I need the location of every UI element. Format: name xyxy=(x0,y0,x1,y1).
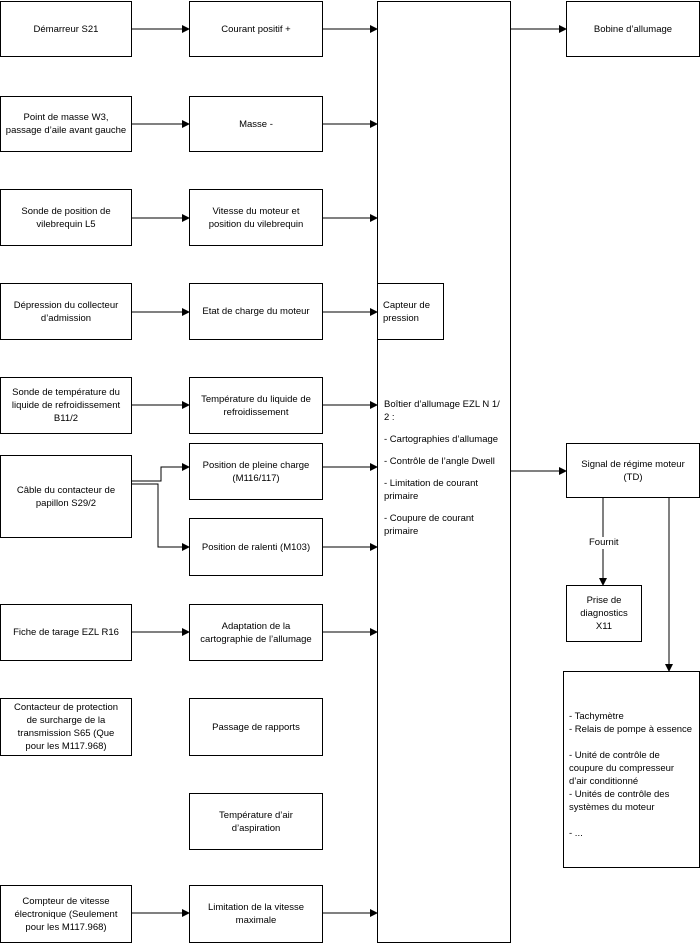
output-signal-regime: Signal de régime moteur (TD) xyxy=(566,443,700,498)
signal-ralenti: Position de ralenti (M103) xyxy=(189,518,323,576)
fournit-label: Fournit xyxy=(587,537,621,549)
output-consumers-list: - Tachymètre - Relais de pompe à essence… xyxy=(563,671,700,868)
signal-adaptation: Adaptation de la cartographie de l’allum… xyxy=(189,604,323,661)
source-cable-papillon: Câble du contacteur de papillon S29/2 xyxy=(0,455,132,538)
signal-courant-positif: Courant positif + xyxy=(189,1,323,57)
signal-masse: Masse - xyxy=(189,96,323,152)
source-contacteur-protection: Contacteur de protection de surcharge de… xyxy=(0,698,132,756)
arrow-ralenti xyxy=(131,483,190,551)
capteur-pression: Capteur de pression xyxy=(377,283,444,340)
ecu-item: - Contrôle de l’angle Dwell xyxy=(384,455,495,467)
source-compteur-vitesse: Compteur de vitesse électronique (Seulem… xyxy=(0,885,132,943)
signal-etat-charge: Etat de charge du moteur xyxy=(189,283,323,340)
source-sonde-vilebrequin: Sonde de position de vilebrequin L5 xyxy=(0,189,132,246)
ecu-item: - Coupure de courant primaire xyxy=(384,512,474,537)
ecu-boitier-allumage: Boîtier d’allumage EZL N 1/ 2 : - Cartog… xyxy=(377,1,511,943)
source-sonde-temperature: Sonde de température du liquide de refro… xyxy=(0,377,132,434)
signal-limitation-vitesse: Limitation de la vitesse maximale xyxy=(189,885,323,943)
arrow-pleine-charge xyxy=(131,463,190,482)
ecu-item: - Limitation de courant primaire xyxy=(384,477,478,502)
source-fiche-tarage: Fiche de tarage EZL R16 xyxy=(0,604,132,661)
output-bobine-allumage: Bobine d’allumage xyxy=(566,1,700,57)
signal-passage-rapports: Passage de rapports xyxy=(189,698,323,756)
ecu-item: - Cartographies d’allumage xyxy=(384,433,499,445)
signal-pleine-charge: Position de pleine charge (M116/117) xyxy=(189,443,323,500)
output-prise-diagnostics: Prise de diagnostics X11 xyxy=(566,585,642,642)
signal-temperature-air: Température d’air d’aspiration xyxy=(189,793,323,850)
source-depression: Dépression du collecteur d’admission xyxy=(0,283,132,340)
source-demarreur: Démarreur S21 xyxy=(0,1,132,57)
signal-vitesse-moteur: Vitesse du moteur et position du vilebre… xyxy=(189,189,323,246)
signal-temperature-liquide: Température du liquide de refroidissemen… xyxy=(189,377,323,434)
source-masse-point: Point de masse W3, passage d’aile avant … xyxy=(0,96,132,152)
ecu-title: Boîtier d’allumage EZL N 1/ 2 : xyxy=(384,398,500,423)
